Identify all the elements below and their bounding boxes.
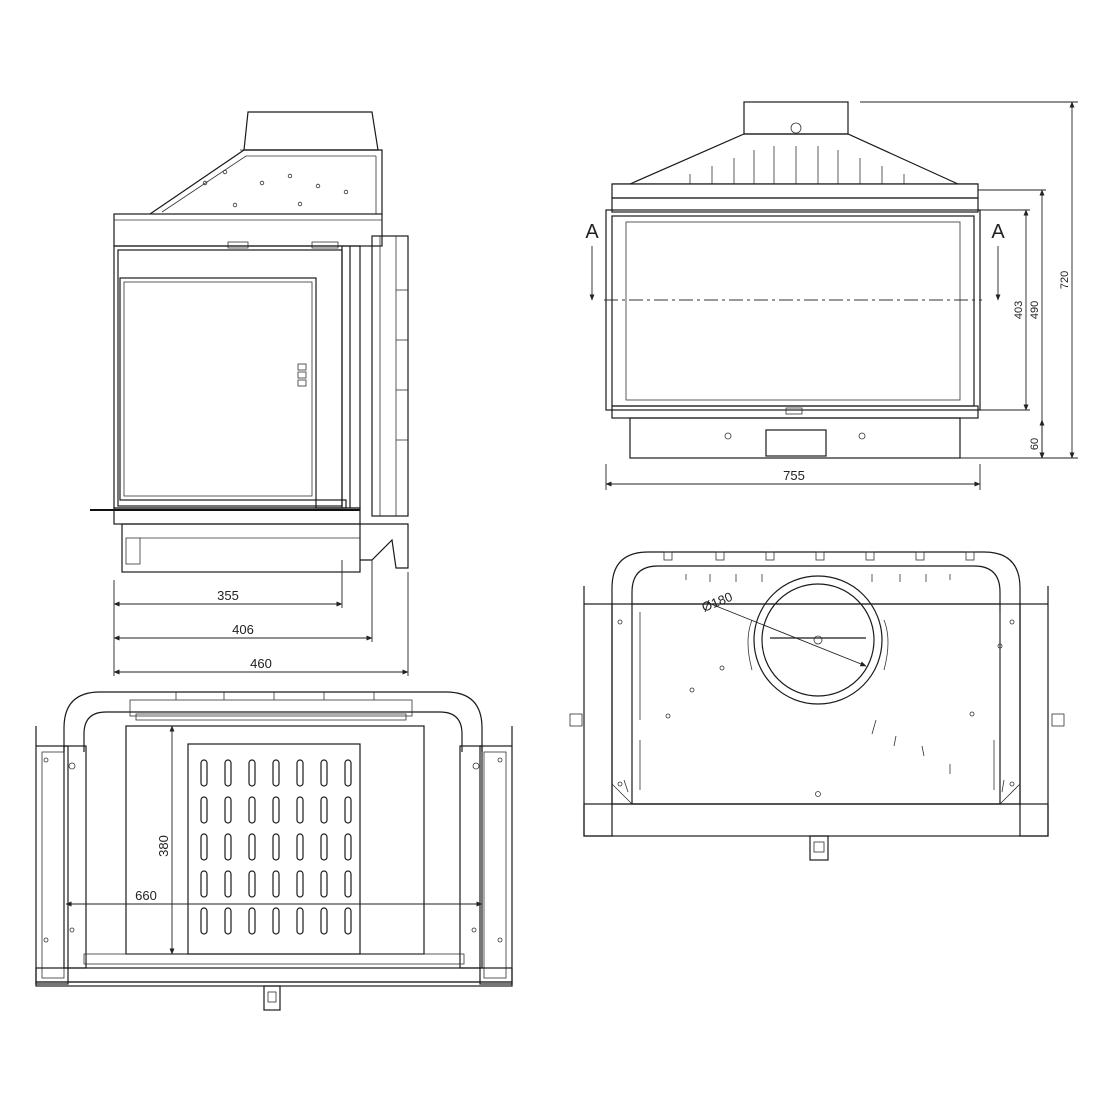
grate-slot — [224, 870, 232, 898]
grate-slot — [272, 796, 280, 824]
grate-slot — [344, 833, 352, 861]
grate-slot — [344, 907, 352, 935]
grate-slots — [200, 759, 352, 935]
dim-460: 460 — [250, 656, 272, 671]
grate-slot — [320, 759, 328, 787]
grate-slot — [272, 833, 280, 861]
grate-slot — [296, 759, 304, 787]
grate-slot — [296, 870, 304, 898]
grate-slot — [344, 796, 352, 824]
grate-slot — [248, 907, 256, 935]
grate-slot — [296, 907, 304, 935]
grate-slot — [272, 870, 280, 898]
grate-slot — [200, 907, 208, 935]
side-view: 355 406 460 — [90, 111, 409, 676]
front-view-dimensions — [605, 101, 1078, 490]
grate-slot — [248, 833, 256, 861]
grate-slot — [320, 833, 328, 861]
grate-slot — [320, 870, 328, 898]
grate-slot — [296, 796, 304, 824]
dim-406: 406 — [232, 622, 254, 637]
grate-slot — [248, 759, 256, 787]
grate-slot — [320, 796, 328, 824]
dim-60: 60 — [1029, 438, 1041, 450]
grate-slot — [344, 759, 352, 787]
dim-490: 490 — [1029, 301, 1041, 319]
grate-slot — [344, 870, 352, 898]
dim-355: 355 — [217, 588, 239, 603]
grate-slot — [224, 796, 232, 824]
plan-view: 380 660 — [35, 691, 513, 1011]
grate-slot — [200, 759, 208, 787]
section-label-right: A — [991, 221, 1005, 243]
grate-slot — [248, 796, 256, 824]
section-label-left: A — [585, 221, 599, 243]
grate-slot — [224, 833, 232, 861]
top-view: Ø180 — [569, 551, 1065, 861]
dim-720: 720 — [1059, 271, 1071, 289]
grate-slot — [224, 907, 232, 935]
grate-slot — [272, 759, 280, 787]
grate-slot — [224, 759, 232, 787]
plan-view-dimensions — [65, 725, 483, 955]
side-view-dimensions — [113, 560, 409, 676]
dim-403: 403 — [1013, 301, 1025, 319]
grate-slot — [296, 833, 304, 861]
grate-slot — [200, 796, 208, 824]
front-view: A A 755 403 490 60 720 — [585, 101, 1078, 490]
grate-slot — [320, 907, 328, 935]
grate-slot — [272, 907, 280, 935]
grate-slot — [200, 833, 208, 861]
dim-380: 380 — [156, 835, 171, 857]
grate-slot — [200, 870, 208, 898]
dim-660: 660 — [135, 888, 157, 903]
grate-slot — [248, 870, 256, 898]
dim-755: 755 — [783, 468, 805, 483]
